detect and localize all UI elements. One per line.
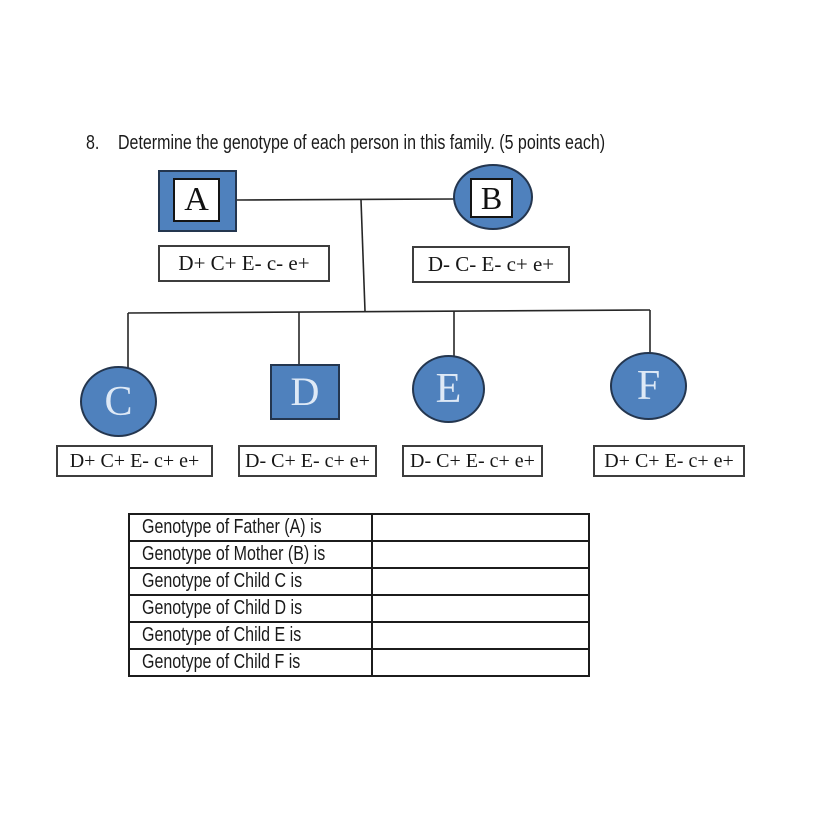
genotype-box-father-a: D+ C+ E- c- e+ bbox=[158, 245, 330, 282]
genotype-text-a: D+ C+ E- c- e+ bbox=[178, 251, 310, 275]
genotype-box-mother-b: D- C- E- c+ e+ bbox=[412, 246, 570, 283]
genotype-box-child-f: D+ C+ E- c+ e+ bbox=[593, 445, 745, 477]
table-row: Genotype of Mother (B) is bbox=[128, 540, 591, 569]
answer-table: Genotype of Father (A) is Genotype of Mo… bbox=[128, 513, 591, 677]
genotype-text-b: D- C- E- c+ e+ bbox=[427, 252, 555, 276]
row-label-child-d: Genotype of Child D is bbox=[128, 594, 373, 623]
answer-cell-father-a[interactable] bbox=[370, 513, 591, 542]
question-title: Determine the genotype of each person in… bbox=[118, 132, 606, 154]
row-label-child-c: Genotype of Child C is bbox=[128, 567, 373, 596]
child-d-square: D bbox=[270, 364, 340, 420]
answer-cell-child-d[interactable] bbox=[370, 594, 591, 623]
couple-line bbox=[236, 198, 456, 201]
child-f-letter: F bbox=[636, 363, 661, 409]
mother-b-letter: B bbox=[480, 179, 503, 216]
father-a-letter: A bbox=[184, 181, 209, 218]
table-row: Genotype of Child F is bbox=[128, 648, 591, 677]
child-f-circle: F bbox=[610, 352, 687, 420]
sibling-line bbox=[127, 309, 651, 314]
genotype-text-e: D- C+ E- c+ e+ bbox=[410, 449, 535, 472]
row-label-child-f: Genotype of Child F is bbox=[128, 648, 373, 677]
row-label-child-e: Genotype of Child E is bbox=[128, 621, 373, 650]
child-d-letter: D bbox=[290, 369, 320, 414]
child-c-circle: C bbox=[80, 366, 157, 437]
row-label-father-a: Genotype of Father (A) is bbox=[128, 513, 373, 542]
table-row: Genotype of Child D is bbox=[128, 594, 591, 623]
genotype-text-f: D+ C+ E- c+ e+ bbox=[604, 449, 734, 472]
question-number: 8. bbox=[86, 132, 100, 154]
row-label-mother-b: Genotype of Mother (B) is bbox=[128, 540, 373, 569]
genotype-text-d: D- C+ E- c+ e+ bbox=[245, 449, 370, 472]
table-row: Genotype of Father (A) is bbox=[128, 513, 591, 542]
answer-cell-child-c[interactable] bbox=[370, 567, 591, 596]
parents-drop-line bbox=[360, 199, 366, 312]
answer-cell-child-f[interactable] bbox=[370, 648, 591, 677]
child-e-circle: E bbox=[412, 355, 485, 423]
father-a-label-box: A bbox=[173, 178, 220, 222]
genotype-box-child-d: D- C+ E- c+ e+ bbox=[238, 445, 377, 477]
table-row: Genotype of Child E is bbox=[128, 621, 591, 650]
child-c-letter: C bbox=[104, 378, 133, 425]
genotype-box-child-c: D+ C+ E- c+ e+ bbox=[56, 445, 213, 477]
answer-cell-mother-b[interactable] bbox=[370, 540, 591, 569]
mother-b-label-box: B bbox=[470, 178, 513, 218]
answer-cell-child-e[interactable] bbox=[370, 621, 591, 650]
genotype-box-child-e: D- C+ E- c+ e+ bbox=[402, 445, 543, 477]
table-row: Genotype of Child C is bbox=[128, 567, 591, 596]
child-e-letter: E bbox=[435, 366, 462, 412]
genotype-text-c: D+ C+ E- c+ e+ bbox=[69, 449, 200, 472]
